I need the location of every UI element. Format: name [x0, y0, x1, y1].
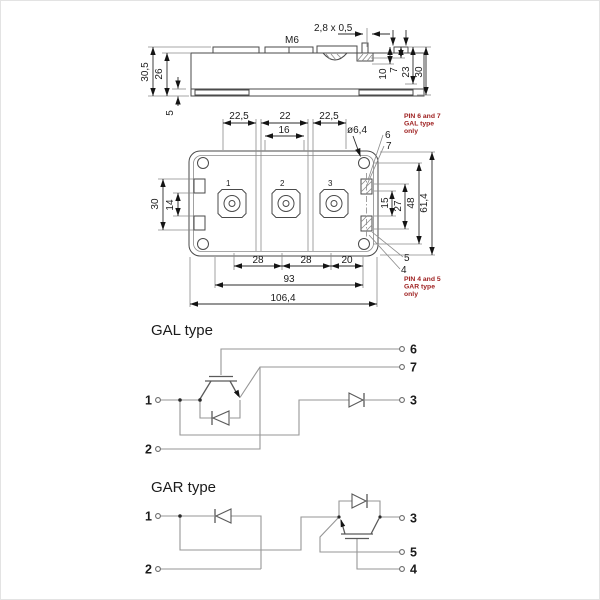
dim-61-4-label: 61,4	[419, 193, 430, 213]
gal-pin-2-terminal	[155, 446, 161, 452]
gal-pin-6-label: 6	[410, 343, 417, 357]
side-view: 30,5 26 5 M6 2,8 x 0,5 10 7	[140, 23, 431, 116]
dim-28b-label: 28	[300, 255, 312, 266]
gal-igbt	[199, 375, 240, 400]
dim-27-label: 27	[393, 200, 404, 212]
terminal-1-label: 1	[226, 179, 231, 188]
pin-callout-7: 7	[386, 141, 392, 152]
dim-106-4-label: 106,4	[270, 293, 295, 304]
terminal-3-label: 3	[328, 179, 333, 188]
tab-dim-label: 2,8 x 0,5	[314, 23, 353, 34]
mount-hole-bottom-left	[197, 238, 209, 250]
gar-pin-1-terminal	[155, 513, 161, 519]
side-view-dimensions: 30,5 26 5 M6 2,8 x 0,5 10 7	[140, 23, 431, 116]
note-gar-line-2: GAR type	[404, 284, 435, 291]
dim-22-label: 22	[279, 111, 291, 122]
gar-pin-3-terminal	[399, 515, 405, 521]
dim-23-label: 23	[401, 66, 412, 78]
gar-igbt	[340, 518, 380, 540]
dim-16-label: 16	[278, 125, 290, 136]
dim-30-5-label: 30,5	[140, 62, 151, 82]
m6-label: M6	[285, 35, 299, 46]
gar-input-diode	[214, 508, 232, 524]
dim-5-label: 5	[165, 110, 176, 116]
terminal-pad-3	[319, 189, 349, 218]
terminal-pad-2	[271, 189, 301, 218]
terminal-2-label: 2	[280, 179, 285, 188]
dim-22-5-right-label: 22,5	[319, 111, 339, 122]
gal-pin-7-label: 7	[410, 361, 417, 375]
gar-pin-3-label: 3	[410, 512, 417, 526]
gal-pin-1-label: 1	[145, 394, 152, 408]
note-gal-line-2: GAL type	[404, 121, 434, 128]
gal-pin-1-terminal	[155, 397, 161, 403]
gal-title: GAL type	[151, 322, 213, 339]
dim-30-label: 30	[414, 66, 425, 78]
terminal-pad-1	[217, 189, 247, 218]
note-gal-line-3: only	[404, 128, 418, 135]
note-gar-line-1: PIN 4 and 5	[404, 276, 441, 283]
gar-pin-4-label: 4	[410, 563, 417, 577]
gar-wires	[160, 500, 400, 570]
left-pin-slot-top	[193, 178, 206, 194]
mount-hole-top-right	[358, 157, 370, 169]
gar-title: GAR type	[151, 479, 216, 496]
gal-circuit: GAL type	[145, 322, 417, 457]
dim-30-left-label: 30	[150, 198, 161, 210]
gar-pin-4-terminal	[399, 566, 405, 572]
gar-pin-2-label: 2	[145, 563, 152, 577]
gar-pin-1-label: 1	[145, 510, 152, 524]
module-outline	[188, 150, 379, 257]
note-gar-line-3: only	[404, 291, 418, 298]
note-gal-line-1: PIN 6 and 7	[404, 113, 441, 120]
pin-callout-4: 4	[401, 265, 407, 276]
dim-7-label: 7	[389, 67, 400, 73]
gal-pin-6-terminal	[399, 346, 405, 352]
gar-circuit: GAR type	[145, 479, 417, 577]
emitter-arrow	[233, 389, 240, 398]
top-view: 1 2 3	[150, 111, 441, 307]
gal-wires	[160, 348, 400, 450]
gal-pin-2-label: 2	[145, 443, 152, 457]
gal-output-diode	[348, 392, 365, 408]
emitter-arrow	[340, 519, 346, 528]
dim-22-5-left-label: 22,5	[229, 111, 249, 122]
hole-dia-label: ø6,4	[347, 125, 367, 136]
dim-48-label: 48	[406, 197, 417, 209]
mount-hole-top-left	[197, 157, 209, 169]
gal-freewheel-diode	[211, 410, 230, 426]
top-view-module: 1 2 3	[188, 150, 379, 257]
screw-dome	[322, 52, 348, 61]
mount-hole-bottom-right	[358, 238, 370, 250]
pin-callout-6: 6	[385, 130, 391, 141]
gar-pin-5-terminal	[399, 549, 405, 555]
dim-26-label: 26	[154, 68, 165, 80]
dim-28a-label: 28	[252, 255, 264, 266]
dim-10-label: 10	[378, 68, 389, 80]
gal-pin-7-terminal	[399, 364, 405, 370]
gal-pin-3-terminal	[399, 397, 405, 403]
gal-pin-3-label: 3	[410, 394, 417, 408]
dim-14-label: 14	[165, 199, 176, 211]
gar-pin-2-terminal	[155, 566, 161, 572]
dim-93-label: 93	[283, 274, 295, 285]
gar-pin-5-label: 5	[410, 546, 417, 560]
dim-15-label: 15	[380, 197, 391, 209]
side-view-body	[190, 42, 425, 97]
top-view-dimensions: 22,5 22 22,5 16 ø6,4 6 7 PIN 6 and 7 GAL…	[150, 111, 441, 307]
pin-callout-5: 5	[404, 253, 410, 264]
gar-freewheel-diode	[351, 493, 368, 509]
left-pin-slot-bottom	[193, 215, 206, 231]
dim-20-label: 20	[341, 255, 353, 266]
